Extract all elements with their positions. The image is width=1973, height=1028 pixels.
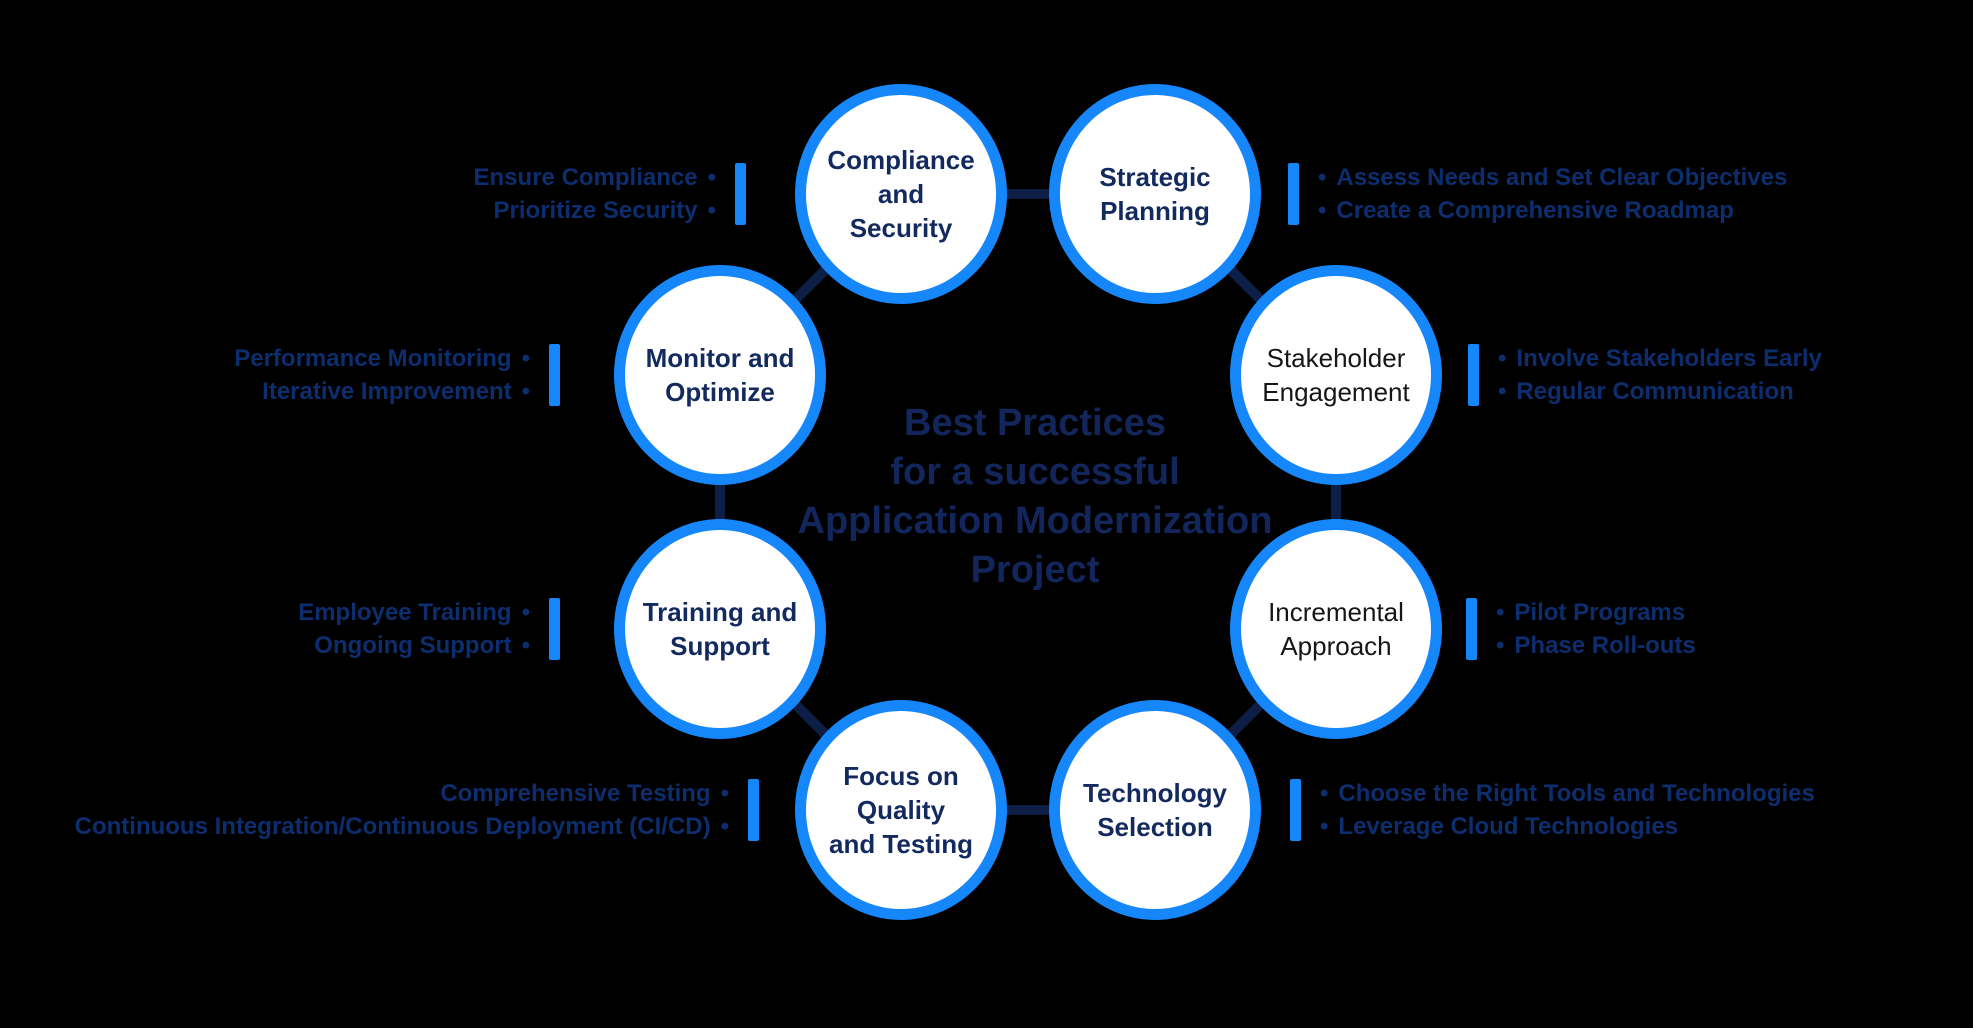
note-line: Performance Monitoring • [234, 342, 530, 375]
node-label: Technology Selection [1083, 778, 1227, 842]
node-stakeholder-engagement: Stakeholder Engagement [1230, 265, 1442, 485]
accent-bar [549, 344, 560, 406]
note-line: Ensure Compliance • [474, 161, 716, 194]
node-focus-quality-testing: Focus on Quality and Testing [795, 700, 1007, 920]
node-label: Strategic Planning [1099, 162, 1211, 226]
note-line: Prioritize Security • [474, 194, 716, 227]
bullet-marker: • [720, 780, 729, 807]
note-line: Employee Training • [298, 596, 530, 629]
accent-bar [1290, 779, 1301, 841]
bullet-marker: • [1496, 599, 1505, 626]
note-text: Ongoing Support [314, 632, 512, 659]
note-line: Ongoing Support • [298, 629, 530, 662]
node-strategic-planning: Strategic Planning [1049, 84, 1261, 304]
note-text: Ensure Compliance [473, 164, 698, 191]
node-label: Monitor and Optimize [645, 343, 795, 407]
accent-bar [1466, 598, 1477, 660]
accent-bar [735, 163, 746, 225]
note-strategic-planning: • Assess Needs and Set Clear Objectives •… [1288, 161, 1787, 227]
bullet-marker: • [707, 164, 716, 191]
note-lines: Performance Monitoring • Iterative Improv… [234, 342, 530, 408]
bullet-marker: • [521, 378, 530, 405]
node-label: Training and Support [642, 597, 798, 661]
note-text: Leverage Cloud Technologies [1338, 813, 1679, 840]
node-training-support: Training and Support [614, 519, 826, 739]
note-lines: • Pilot Programs • Phase Roll-outs [1496, 596, 1696, 662]
note-lines: • Involve Stakeholders Early • Regular Com… [1498, 342, 1822, 408]
note-incremental-approach: • Pilot Programs • Phase Roll-outs [1466, 596, 1696, 662]
node-label: Focus on Quality and Testing [829, 761, 973, 859]
note-text: Comprehensive Testing [440, 780, 711, 807]
node-compliance-security: Compliance and Security [795, 84, 1007, 304]
note-text: Involve Stakeholders Early [1516, 345, 1822, 372]
note-text: Assess Needs and Set Clear Objectives [1336, 164, 1788, 191]
note-text: Create a Comprehensive Roadmap [1336, 197, 1734, 224]
bullet-marker: • [521, 632, 530, 659]
note-lines: • Assess Needs and Set Clear Objectives •… [1318, 161, 1787, 227]
note-line: • Create a Comprehensive Roadmap [1318, 194, 1787, 227]
note-text: Employee Training [298, 599, 512, 626]
note-line: • Pilot Programs [1496, 596, 1696, 629]
diagram-title: Best Practices for a successful Applicat… [797, 402, 1273, 591]
note-training-support: Employee Training • Ongoing Support • [298, 596, 560, 662]
note-text: Continuous Integration/Continuous Deploy… [74, 813, 711, 840]
note-line: • Regular Communication [1498, 375, 1822, 408]
accent-bar [549, 598, 560, 660]
node-label: Incremental Approach [1268, 597, 1404, 661]
note-line: • Assess Needs and Set Clear Objectives [1318, 161, 1787, 194]
bullet-marker: • [1498, 378, 1507, 405]
note-line: • Choose the Right Tools and Technologies [1320, 777, 1815, 810]
note-line: • Phase Roll-outs [1496, 629, 1696, 662]
note-lines: Comprehensive Testing • Continuous Integr… [75, 777, 729, 843]
node-incremental-approach: Incremental Approach [1230, 519, 1442, 739]
note-lines: • Choose the Right Tools and Technologies… [1320, 777, 1815, 843]
accent-bar [1288, 163, 1299, 225]
bullet-marker: • [521, 345, 530, 372]
note-line: • Involve Stakeholders Early [1498, 342, 1822, 375]
note-text: Prioritize Security [493, 197, 698, 224]
note-lines: Employee Training • Ongoing Support • [298, 596, 530, 662]
note-text: Phase Roll-outs [1514, 632, 1696, 659]
node-label: Compliance and Security [827, 145, 975, 243]
bullet-marker: • [1320, 813, 1329, 840]
note-focus-quality-testing: Comprehensive Testing • Continuous Integr… [75, 777, 759, 843]
bullet-marker: • [1318, 197, 1327, 224]
note-text: Iterative Improvement [262, 378, 512, 405]
note-line: • Leverage Cloud Technologies [1320, 810, 1815, 843]
note-monitor-optimize: Performance Monitoring • Iterative Improv… [234, 342, 560, 408]
bullet-marker: • [521, 599, 530, 626]
note-line: Comprehensive Testing • [75, 777, 729, 810]
node-technology-selection: Technology Selection [1049, 700, 1261, 920]
bullet-marker: • [1320, 780, 1329, 807]
accent-bar [1468, 344, 1479, 406]
bullet-marker: • [707, 197, 716, 224]
accent-bar [748, 779, 759, 841]
note-lines: Ensure Compliance • Prioritize Security • [474, 161, 716, 227]
bullet-marker: • [1496, 632, 1505, 659]
note-technology-selection: • Choose the Right Tools and Technologies… [1290, 777, 1815, 843]
note-compliance-security: Ensure Compliance • Prioritize Security • [474, 161, 746, 227]
note-stakeholder-engagement: • Involve Stakeholders Early • Regular Com… [1468, 342, 1822, 408]
note-text: Choose the Right Tools and Technologies [1338, 780, 1815, 807]
node-monitor-optimize: Monitor and Optimize [614, 265, 826, 485]
note-text: Performance Monitoring [234, 345, 512, 372]
note-line: Iterative Improvement • [234, 375, 530, 408]
node-label: Stakeholder Engagement [1262, 343, 1410, 407]
note-text: Pilot Programs [1514, 599, 1686, 626]
bullet-marker: • [720, 813, 729, 840]
note-text: Regular Communication [1516, 378, 1794, 405]
bullet-marker: • [1318, 164, 1327, 191]
note-line: Continuous Integration/Continuous Deploy… [75, 810, 729, 843]
bullet-marker: • [1498, 345, 1507, 372]
